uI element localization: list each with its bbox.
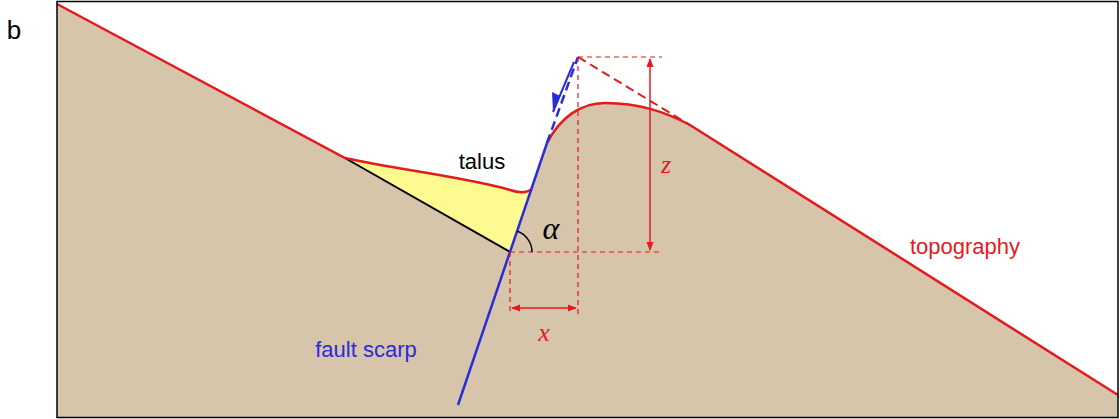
- fault-line: [458, 143, 547, 405]
- panel-letter: b: [7, 17, 21, 43]
- fault-label: fault scarp: [315, 339, 417, 361]
- projected-surface: [578, 57, 690, 125]
- talus-label: talus: [459, 151, 505, 173]
- dimension-label: x: [538, 320, 550, 346]
- slip-arrow-head: [552, 92, 560, 112]
- z-dimension-arrow: [649, 59, 651, 250]
- frame: [57, 2, 1118, 418]
- angle-label: α: [543, 212, 560, 244]
- fault-projection: [547, 57, 578, 143]
- slip-arrow: [553, 62, 574, 112]
- topography-line: [57, 4, 532, 192]
- topography-label: topography: [910, 236, 1020, 258]
- topography-line: [547, 103, 1118, 395]
- dimension-guides: [510, 57, 662, 314]
- ground-fill: [57, 4, 1118, 418]
- x-dimension-arrow: [512, 307, 576, 309]
- angle-arc: [517, 231, 532, 252]
- dimension-label: z: [661, 152, 671, 178]
